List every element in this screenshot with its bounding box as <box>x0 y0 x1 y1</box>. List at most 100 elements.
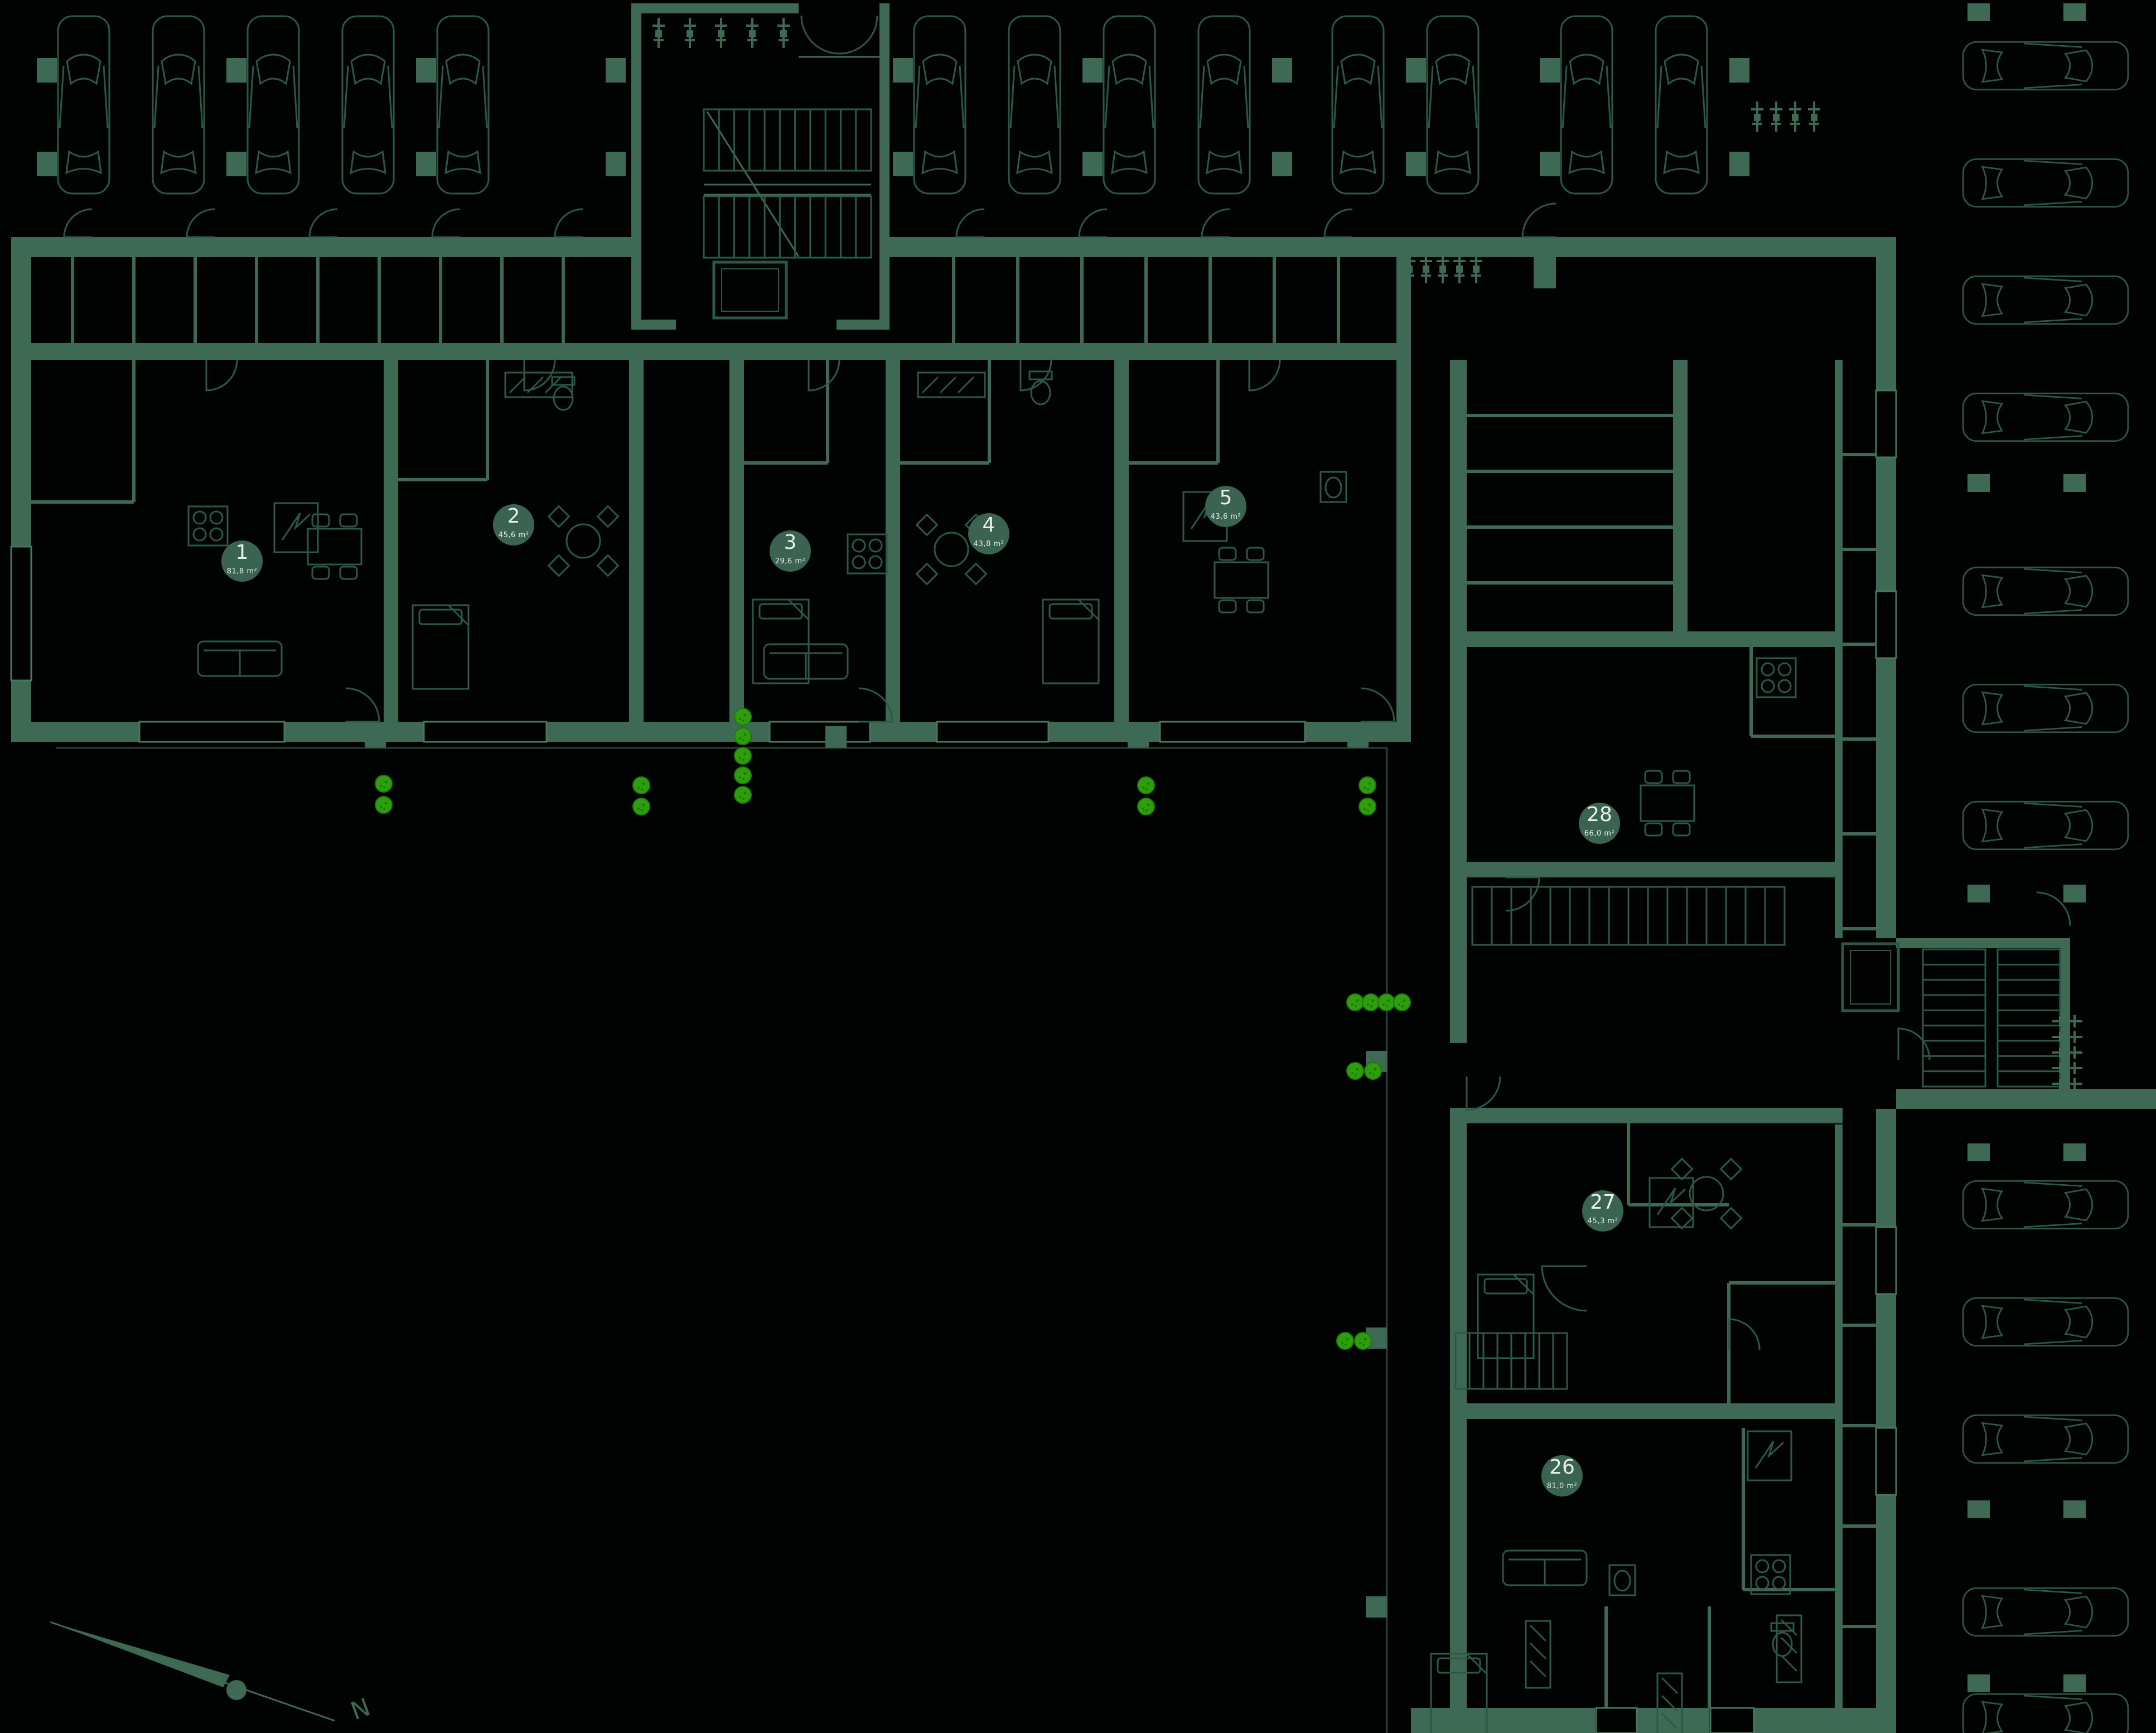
wall <box>879 3 890 330</box>
apartment-badge-circle[interactable] <box>221 540 263 582</box>
pillar <box>226 152 246 176</box>
wall <box>1450 1110 1467 1733</box>
apartment-badge[interactable]: 26 81,0 m² <box>1541 1455 1583 1497</box>
tree-icon <box>1377 993 1395 1011</box>
pillar <box>1729 58 1749 83</box>
apartment-badge[interactable]: 181,8 m² <box>221 540 263 582</box>
wall <box>31 343 1396 360</box>
tree-icon <box>1346 993 1364 1011</box>
ward-icon <box>1776 1614 1802 1683</box>
car-icon <box>1331 15 1385 195</box>
bicycle-icon <box>1469 252 1483 284</box>
stairs <box>703 108 872 172</box>
wall <box>1411 237 1896 257</box>
door-swing <box>1521 202 1556 238</box>
apartment-number: 26 <box>1549 1456 1575 1479</box>
door-swing <box>1248 359 1281 392</box>
wall <box>837 320 890 330</box>
pillar <box>2063 1500 2086 1518</box>
door-swing <box>955 208 985 238</box>
door-swing <box>839 15 878 55</box>
bicycle-icon <box>745 17 760 49</box>
door-swing <box>1078 208 1108 238</box>
car-icon <box>436 15 490 195</box>
pillar <box>2063 1143 2086 1161</box>
tableR-icon <box>548 505 619 577</box>
wall <box>1396 257 1411 722</box>
pillar <box>1729 152 1749 176</box>
door-swing <box>1541 1265 1587 1312</box>
door-swing <box>1728 1318 1761 1350</box>
car-icon <box>1962 1180 2129 1230</box>
window <box>936 721 1050 743</box>
car-icon <box>1560 15 1613 195</box>
apartment-badge-circle[interactable] <box>1582 1190 1623 1232</box>
north-label: N <box>347 1693 374 1726</box>
wall <box>1450 631 1843 647</box>
window <box>1875 1226 1897 1295</box>
car-icon <box>1962 1414 2129 1464</box>
bicycle-icon <box>1788 100 1802 133</box>
door-swing <box>523 359 556 392</box>
tree-icon <box>734 708 752 726</box>
apartment-badge-circle[interactable] <box>1205 486 1246 527</box>
window <box>1875 389 1897 458</box>
pillar <box>2063 1674 2086 1692</box>
apartment-area: 43,8 m² <box>974 540 1004 548</box>
tree-icon <box>1362 993 1380 1011</box>
bicycle-icon <box>1435 252 1450 284</box>
apartment-badge-circle[interactable] <box>493 504 534 546</box>
door-swing <box>186 208 215 238</box>
stairs <box>1454 1332 1568 1390</box>
pillar <box>1406 152 1426 176</box>
tree-icon <box>734 766 752 784</box>
sofa-icon <box>197 640 283 677</box>
apartment-area: 81,0 m² <box>1547 1482 1577 1490</box>
apartment-badge-circle[interactable] <box>1579 803 1620 844</box>
walkway-post <box>1128 726 1149 747</box>
door-swing <box>308 208 338 238</box>
apartment-badge[interactable]: 245,6 m² <box>493 504 534 546</box>
apartment-badge[interactable]: 329,6 m² <box>770 530 811 572</box>
wall <box>1450 1108 1843 1123</box>
wall <box>384 360 398 722</box>
walkway-post <box>825 726 847 747</box>
pillar <box>226 58 246 83</box>
tree-icon <box>1354 1332 1372 1350</box>
bicycle-icon <box>1769 100 1783 133</box>
door-swing <box>800 15 840 55</box>
apartment-badge-circle[interactable] <box>968 513 1009 554</box>
wall <box>1896 938 2070 948</box>
door-swing <box>1360 687 1395 723</box>
pillar <box>893 152 913 176</box>
wall <box>1114 360 1129 722</box>
apartment-badge[interactable]: 4 43,8 m² <box>968 513 1009 554</box>
apartment-badge-circle[interactable] <box>770 530 811 572</box>
car-icon <box>1962 800 2129 851</box>
zig-icon <box>273 502 319 553</box>
wall <box>1673 360 1688 631</box>
walkway-post <box>365 726 386 747</box>
car-icon <box>1962 566 2129 616</box>
hob-icon <box>1756 657 1797 698</box>
tree-icon <box>632 798 650 815</box>
stairs <box>703 195 872 259</box>
table4-icon <box>1640 770 1695 837</box>
car-icon <box>1197 15 1251 195</box>
wall <box>1754 1708 1896 1733</box>
apartment-number: 4 <box>983 514 995 537</box>
bicycle-icon <box>776 17 791 49</box>
pillar <box>37 152 57 176</box>
apartment-badge[interactable]: 543,6 m² <box>1205 486 1246 527</box>
door-swing <box>205 359 238 392</box>
pillar <box>1968 1143 1990 1161</box>
walkway-post <box>1366 1596 1387 1618</box>
car-icon <box>246 15 300 195</box>
apartment-badge-circle[interactable] <box>1541 1455 1583 1497</box>
car-icon <box>341 15 395 195</box>
tree-icon <box>734 727 752 745</box>
window <box>423 721 548 743</box>
apartment-area: 66,0 m² <box>1584 829 1614 838</box>
